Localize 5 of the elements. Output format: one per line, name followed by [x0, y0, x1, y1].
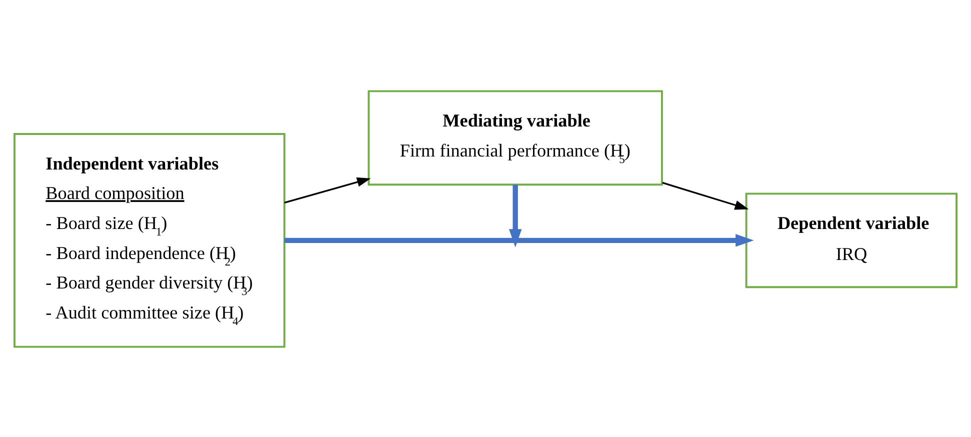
- node-box: Dependent variable IRQ: [745, 192, 958, 288]
- arrow: [284, 228, 754, 247]
- arrow: [508, 184, 522, 247]
- arrow: [662, 181, 749, 210]
- arrow: [284, 176, 371, 203]
